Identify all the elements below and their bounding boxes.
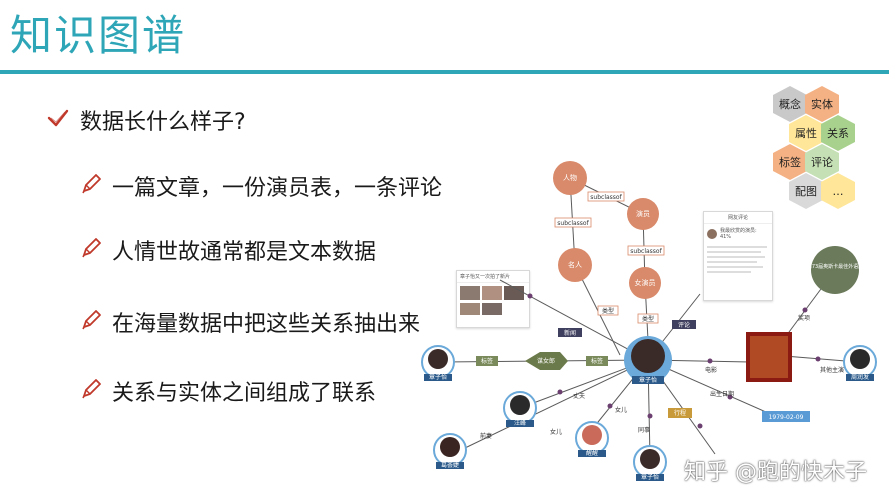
hex-label: 配图 — [795, 185, 817, 198]
hex-concept: 概念 — [773, 86, 807, 122]
edge-subclass-1 — [587, 191, 625, 202]
person-bottom-name: 章子怡 — [641, 473, 659, 481]
hex-attribute: 属性 — [789, 115, 823, 151]
person-left-name: 章子怡 — [429, 373, 447, 381]
watermark: 知乎 @跑的快木子 — [684, 460, 867, 485]
edge-type-1-label: 类型 — [602, 307, 614, 315]
node-alias-label: 谋女郎 — [537, 357, 555, 365]
bullet-text: 人情世故通常都是文本数据 — [112, 240, 377, 265]
hex-label: 属性 — [795, 127, 817, 140]
bullet-item-1: 数据长什么样子? — [46, 104, 246, 136]
node-alias — [525, 352, 568, 370]
tag-schedule-label: 行程 — [674, 409, 686, 417]
comment-score: 我最欣赏的演员: 41% — [719, 228, 757, 240]
edge-birth: 出生日期 — [710, 390, 734, 398]
edge-film: 电影 — [705, 366, 717, 374]
slide-title: 知识图谱 — [10, 11, 187, 60]
comment-card-header: 我最欣赏的演员: 41% — [704, 224, 772, 243]
edge-daughter-2: 女儿 — [550, 428, 562, 436]
edge-ex: 前妻 — [480, 432, 492, 440]
hex-entity: 实体 — [805, 86, 839, 122]
hex-relation: 关系 — [821, 115, 855, 151]
hex-label: … — [832, 184, 844, 198]
pencil-icon — [80, 309, 102, 335]
check-icon — [46, 108, 70, 132]
pencil-icon — [80, 378, 102, 404]
node-celebrity-label: 名人 — [568, 260, 582, 269]
knowledge-graph: 人物 演员 名人 女演员 subclassof subclassof subcl… — [421, 161, 877, 481]
person-daughter-name: 醒醒 — [586, 450, 598, 457]
tag-comment-label: 评论 — [678, 321, 690, 329]
tag-2-label: 标签 — [591, 357, 603, 365]
comment-card: 网友评论 我最欣赏的演员: 41% — [703, 211, 773, 301]
edge-subclass-2 — [554, 217, 592, 228]
node-person-label: 人物 — [563, 173, 577, 182]
pencil-icon — [80, 173, 102, 199]
bullet-item-4: 在海量数据中把这些关系抽出来 — [80, 306, 420, 338]
edge-subclass-1-label: subclassof — [590, 194, 622, 201]
node-celebrity — [558, 248, 592, 282]
edge-lead: 其他主演 — [820, 366, 844, 374]
hex-label: 关系 — [827, 127, 849, 140]
bullet-item-3: 人情世故通常都是文本数据 — [80, 234, 376, 266]
bullet-text: 一篇文章，一份演员表，一条评论 — [112, 176, 443, 201]
center-name: 章子怡 — [639, 376, 657, 384]
bullet-text: 在海量数据中把这些关系抽出来 — [112, 312, 421, 337]
avatar — [707, 228, 717, 239]
node-actor — [627, 198, 659, 230]
news-card-images — [457, 283, 529, 303]
news-card: 章子怡又一次拍了新片 — [456, 270, 530, 328]
bullet-item-5: 关系与实体之间组成了联系 — [80, 375, 376, 407]
comment-lines — [704, 246, 772, 273]
movie-poster-art — [750, 336, 788, 378]
edge-type-1 — [597, 305, 619, 316]
hex-label: 评论 — [811, 156, 833, 169]
tag-alias-label: 标签 — [481, 357, 493, 365]
comment-card-title: 网友评论 — [704, 212, 772, 224]
edge-subclass-2-label: subclassof — [557, 220, 589, 227]
edge-type-2 — [637, 313, 659, 324]
center-name-box — [632, 376, 664, 384]
tag-comment — [672, 320, 696, 329]
person-ex-name: 葛荟婕 — [441, 461, 459, 469]
hex-label: 概念 — [779, 98, 801, 111]
tag-news-label: 新闻 — [564, 329, 576, 337]
node-actor-label: 演员 — [636, 209, 650, 218]
person-husband-name: 汪峰 — [514, 419, 526, 427]
tag-2 — [586, 356, 608, 366]
edge-subclass-3-label: subclassof — [630, 248, 662, 255]
bullet-item-2: 一篇文章，一份演员表，一条评论 — [80, 170, 442, 202]
hex-image: 配图 — [789, 173, 823, 209]
news-card-images-2 — [457, 303, 529, 315]
person-right-name: 周润发 — [851, 373, 869, 381]
bullet-text: 数据长什么样子? — [80, 110, 246, 135]
bullet-text: 关系与实体之间组成了联系 — [112, 381, 377, 406]
edge-type-2-label: 类型 — [642, 315, 654, 323]
pencil-icon — [80, 237, 102, 263]
center-photo — [631, 339, 665, 373]
tag-alias — [476, 356, 498, 366]
hex-more: … — [821, 173, 855, 209]
edge-award: 奖项 — [798, 314, 810, 322]
birth-date-box — [762, 411, 810, 422]
node-actress — [629, 267, 661, 299]
edge-subclass-3 — [627, 245, 665, 256]
node-award — [811, 246, 859, 294]
hex-label: 标签 — [779, 156, 801, 169]
edge-daughter: 女儿 — [615, 406, 627, 414]
title-divider — [0, 70, 889, 74]
node-actress-label: 女演员 — [635, 278, 656, 287]
tag-news — [558, 328, 582, 337]
tag-schedule — [668, 408, 692, 418]
birth-date: 1979-02-09 — [769, 414, 804, 421]
node-award-label: 第73届奥斯卡最佳外语片 — [807, 263, 863, 270]
edge-husband: 丈夫 — [573, 392, 585, 400]
hex-tag: 标签 — [773, 144, 807, 180]
hex-comment: 评论 — [805, 144, 839, 180]
edge-colleague: 同事 — [638, 426, 650, 434]
news-card-title: 章子怡又一次拍了新片 — [457, 271, 529, 283]
node-person — [553, 161, 587, 195]
hex-label: 实体 — [811, 98, 833, 111]
